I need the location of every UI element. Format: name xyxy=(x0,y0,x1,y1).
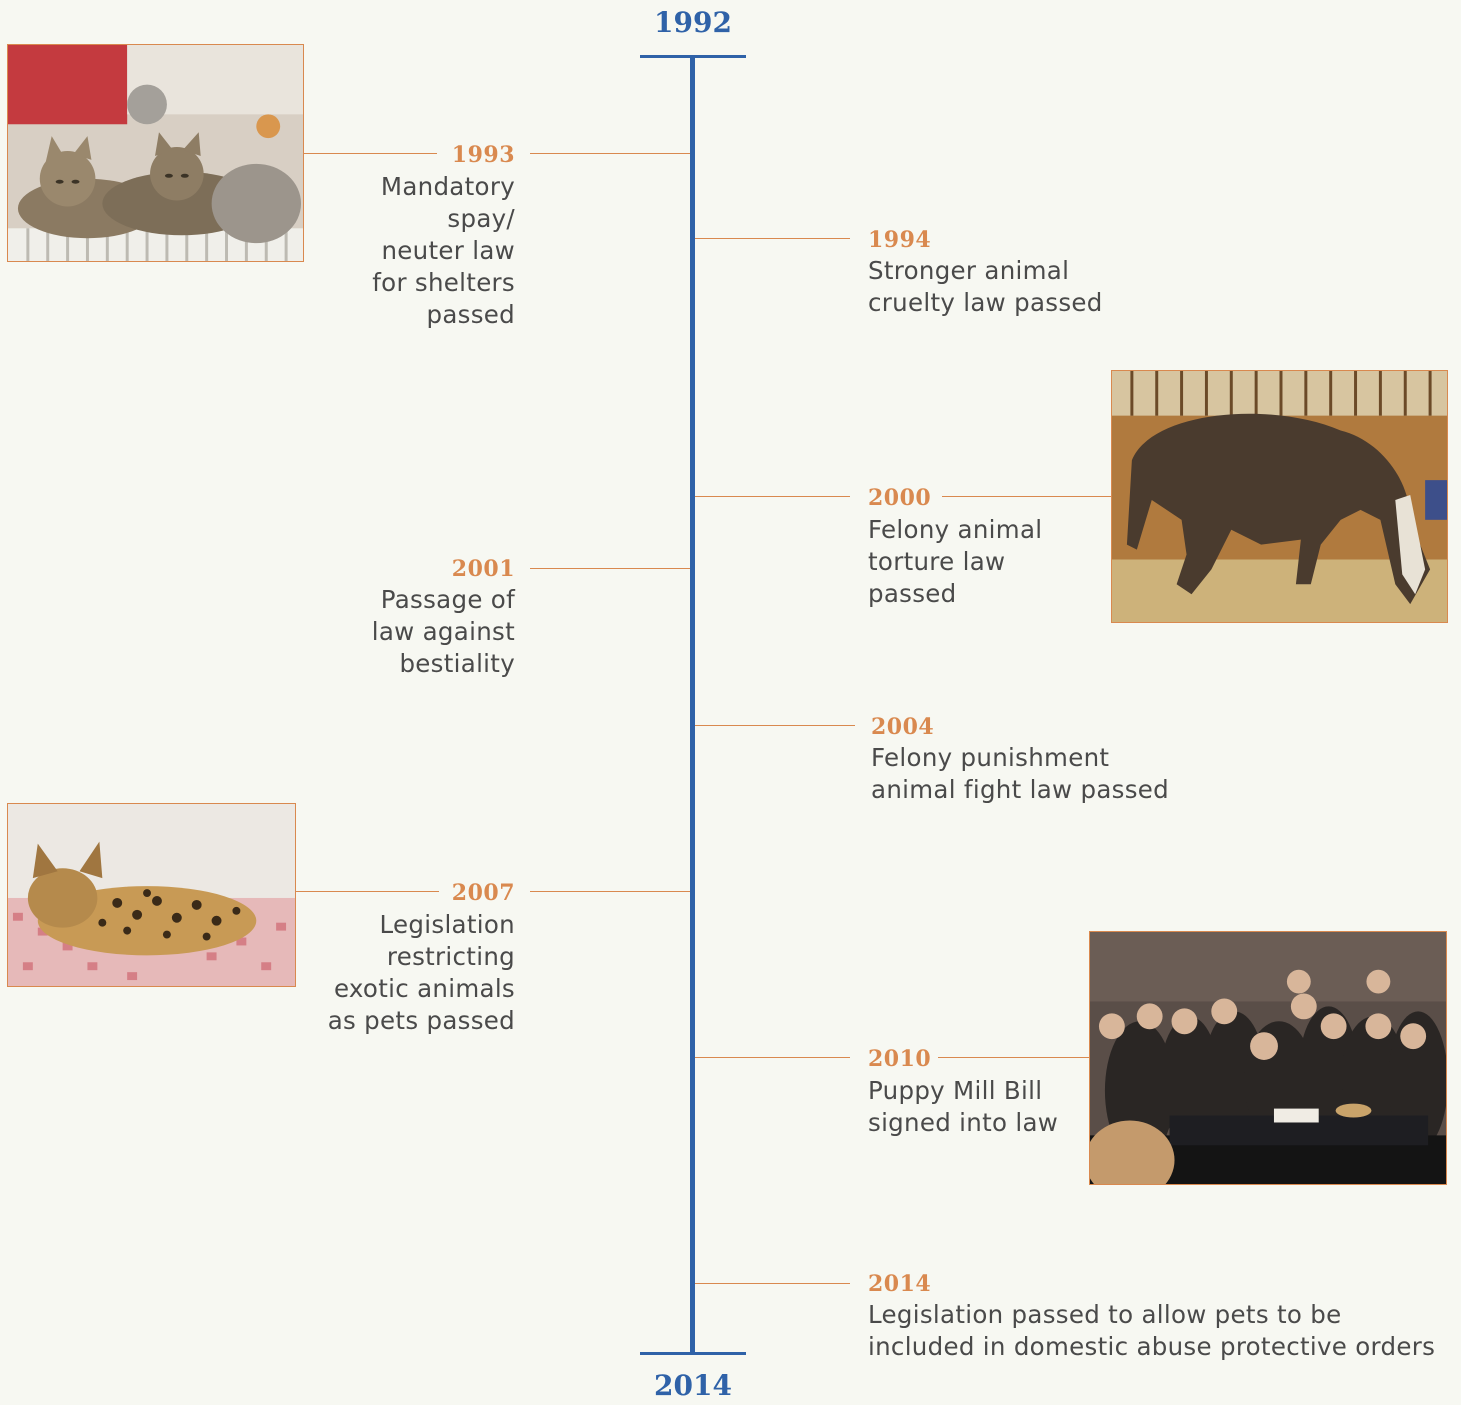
connector-2007-photo xyxy=(296,891,439,892)
kittens-photo xyxy=(7,44,304,262)
event-year-2000: 2000 xyxy=(868,485,932,511)
serval-photo xyxy=(7,803,296,987)
event-text-1993: Mandatory spay/ neuter law for shelters … xyxy=(372,172,515,329)
timeline-end-year: 2014 xyxy=(654,1369,732,1402)
connector-2010-photo xyxy=(938,1057,1090,1058)
connector-2001 xyxy=(530,568,690,569)
connector-2014 xyxy=(695,1283,850,1284)
event-text-2004: Felony punishment animal fight law passe… xyxy=(871,743,1169,804)
connector-2000-photo xyxy=(942,496,1112,497)
event-year-2001: 2001 xyxy=(451,556,515,582)
event-text-2010: Puppy Mill Bill signed into law xyxy=(868,1076,1059,1137)
event-year-2014: 2014 xyxy=(868,1271,932,1297)
connector-2007 xyxy=(530,891,690,892)
event-year-2004: 2004 xyxy=(871,714,935,740)
event-text-2001: Passage of law against bestiality xyxy=(371,585,515,678)
horse-photo xyxy=(1111,370,1448,623)
timeline-end-cap xyxy=(640,1352,746,1355)
connector-1994 xyxy=(695,238,850,239)
event-year-1994: 1994 xyxy=(868,227,932,253)
timeline-start-cap xyxy=(640,55,746,58)
bill-signing-photo xyxy=(1089,931,1447,1185)
timeline-start-year: 1992 xyxy=(654,6,732,39)
connector-1993 xyxy=(530,153,690,154)
event-text-1994: Stronger animal cruelty law passed xyxy=(868,256,1103,317)
event-text-2007: Legislation restricting exotic animals a… xyxy=(327,910,515,1035)
event-year-2010: 2010 xyxy=(868,1046,932,1072)
connector-1993-photo xyxy=(304,153,437,154)
connector-2004 xyxy=(695,725,855,726)
connector-2010 xyxy=(695,1057,850,1058)
event-year-1993: 1993 xyxy=(451,142,515,168)
connector-2000 xyxy=(695,496,850,497)
event-text-2000: Felony animal torture law passed xyxy=(868,515,1043,608)
event-year-2007: 2007 xyxy=(451,880,515,906)
event-text-2014: Legislation passed to allow pets to be i… xyxy=(868,1300,1436,1361)
timeline-axis xyxy=(690,57,695,1355)
